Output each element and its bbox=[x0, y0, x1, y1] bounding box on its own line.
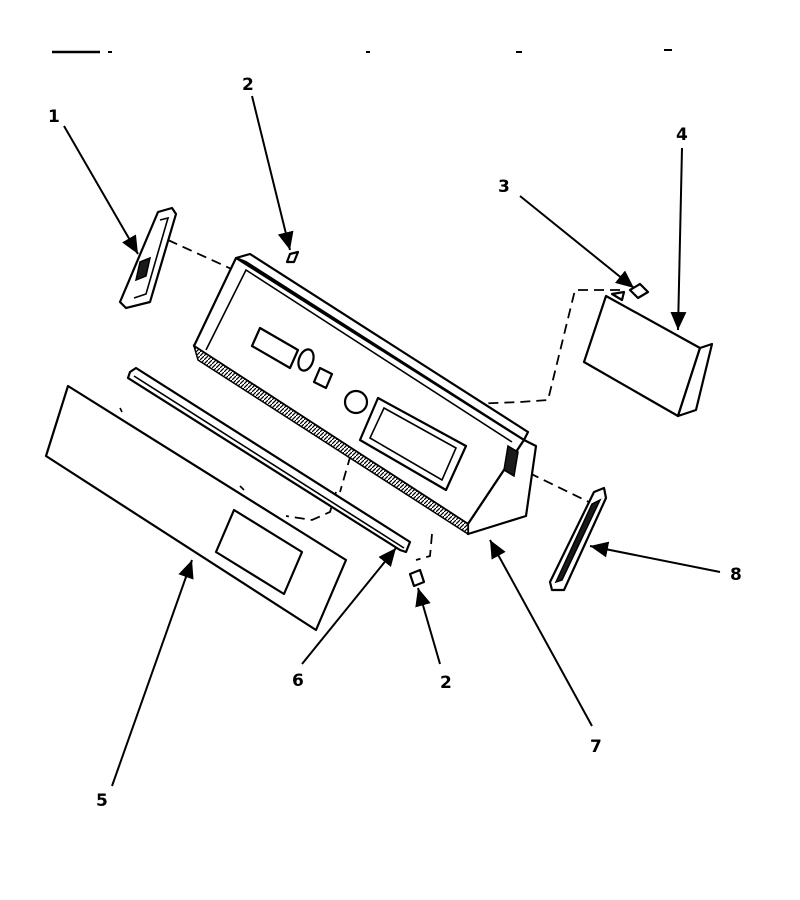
part-8-right-end-cap bbox=[548, 486, 608, 592]
top-edge-marks bbox=[52, 49, 672, 54]
part-5-overlay-panel bbox=[44, 384, 348, 632]
callout-8: 8 bbox=[730, 565, 742, 585]
callout-5: 5 bbox=[96, 791, 108, 811]
part-4-bracket bbox=[582, 290, 714, 418]
callout-2-bottom: 2 bbox=[440, 673, 452, 693]
callout-6: 6 bbox=[292, 671, 304, 691]
callout-4: 4 bbox=[676, 125, 688, 145]
part-3-clip bbox=[628, 282, 650, 300]
callout-2-top: 2 bbox=[242, 75, 254, 95]
callout-1: 1 bbox=[48, 107, 60, 127]
part-2-screw-top bbox=[285, 250, 300, 264]
part-2-screw-bottom bbox=[408, 568, 426, 588]
leader-lines bbox=[63, 95, 721, 787]
callout-3: 3 bbox=[498, 177, 510, 197]
part-1-left-end-cap bbox=[118, 206, 178, 310]
part-7-control-panel bbox=[192, 252, 538, 536]
callout-7: 7 bbox=[590, 737, 602, 757]
part-6-trim-strip bbox=[126, 366, 412, 554]
